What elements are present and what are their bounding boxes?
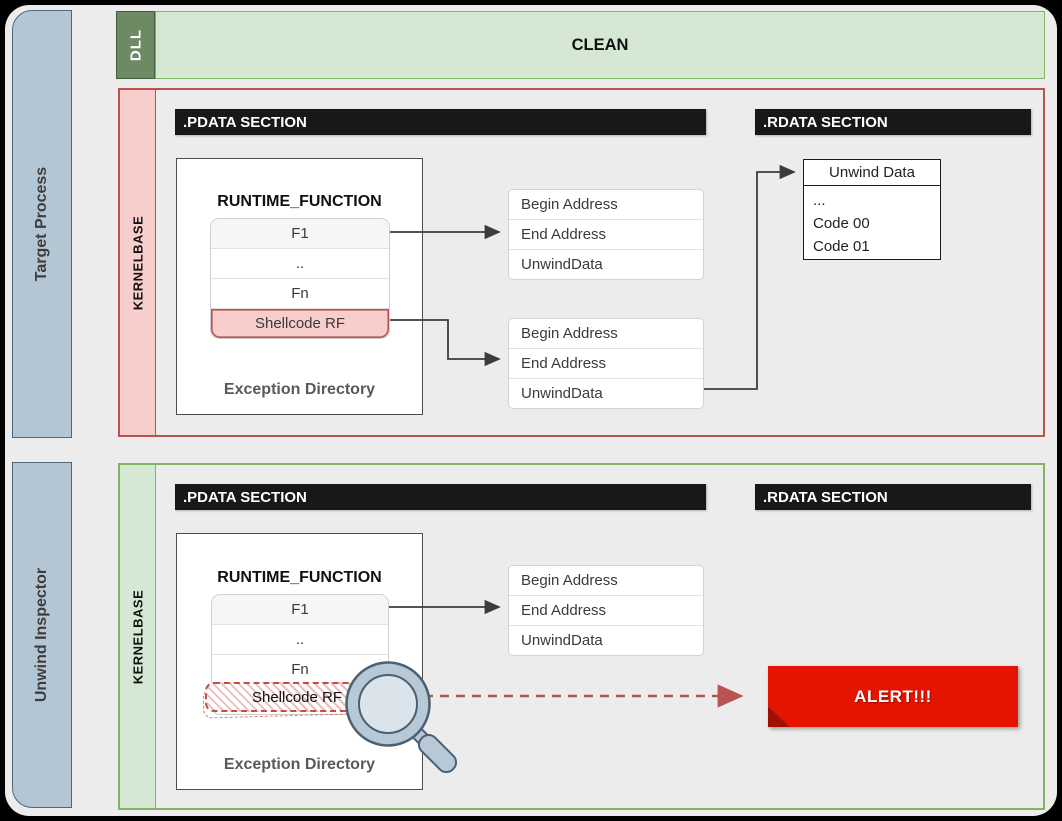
pdata-header-top: .PDATA SECTION	[175, 109, 706, 135]
alert-label: ALERT!!!	[854, 686, 932, 706]
stack-row: End Address	[509, 349, 703, 379]
target-process-panel	[118, 88, 1045, 437]
unwind-inspector-sidebar: Unwind Inspector	[12, 462, 72, 808]
table-row: ..	[211, 249, 389, 279]
pdata-header-top-label: .PDATA SECTION	[183, 113, 307, 131]
runtime-entry-stack-bottom: Begin Address End Address UnwindData	[508, 565, 704, 656]
magnifier-icon	[345, 661, 458, 774]
rdata-header-top: .RDATA SECTION	[755, 109, 1031, 135]
table-row: F1	[212, 595, 388, 625]
stack-row: UnwindData	[521, 256, 603, 273]
runtime-entry-stack-shellcode: Begin Address End Address UnwindData	[508, 318, 704, 409]
table-row: ..	[212, 625, 388, 655]
stack-row: End Address	[509, 596, 703, 626]
runtime-function-table-top: F1 .. Fn Shellcode RF	[210, 218, 390, 339]
dll-label: DLL	[127, 28, 144, 62]
stack-row: End Address	[509, 220, 703, 250]
target-process-label: Target Process	[33, 166, 50, 282]
rdata-header-bottom: .RDATA SECTION	[755, 484, 1031, 510]
stack-row: Begin Address	[509, 566, 703, 596]
exception-directory-label-top: Exception Directory	[223, 381, 376, 398]
stack-row: UnwindData	[521, 385, 603, 402]
diagram-canvas: Target Process Unwind Inspector DLL CLEA…	[5, 5, 1057, 816]
alert-note	[768, 666, 1018, 727]
stack-row: Begin Address	[509, 319, 703, 349]
kernelbase-column-top: KERNELBASE	[120, 90, 156, 435]
rdata-header-top-label: .RDATA SECTION	[763, 113, 888, 131]
kernelbase-label-top: KERNELBASE	[130, 215, 145, 310]
rdata-header-bottom-label: .RDATA SECTION	[763, 488, 888, 506]
exception-directory-label-bottom: Exception Directory	[223, 756, 376, 773]
unwind-data-line: Code 00	[813, 215, 870, 232]
unwind-inspector-label: Unwind Inspector	[33, 567, 50, 703]
clean-label: CLEAN	[571, 35, 629, 54]
runtime-function-title-top: RUNTIME_FUNCTION	[217, 193, 382, 210]
runtime-function-title-bottom: RUNTIME_FUNCTION	[217, 569, 382, 586]
unwind-data-line: Code 01	[813, 238, 870, 255]
unwind-data-line: ...	[813, 192, 826, 209]
table-row: Fn	[211, 279, 389, 309]
kernelbase-column-bottom: KERNELBASE	[120, 465, 156, 808]
runtime-entry-stack-f1: Begin Address End Address UnwindData	[508, 189, 704, 280]
shellcode-row-top: Shellcode RF	[211, 309, 389, 338]
table-row: F1	[211, 219, 389, 249]
kernelbase-label-bottom: KERNELBASE	[130, 589, 145, 684]
target-process-sidebar: Target Process	[12, 10, 72, 438]
unwind-data-title: Unwind Data	[804, 160, 940, 186]
clean-banner: CLEAN	[155, 11, 1045, 79]
unwind-inspector-panel	[118, 463, 1045, 810]
pdata-header-bottom-label: .PDATA SECTION	[183, 488, 307, 506]
unwind-data-box: Unwind Data ... Code 00 Code 01	[803, 159, 941, 260]
pdata-header-bottom: .PDATA SECTION	[175, 484, 706, 510]
stack-row: UnwindData	[521, 632, 603, 649]
dll-tab: DLL	[116, 11, 155, 79]
stack-row: Begin Address	[509, 190, 703, 220]
